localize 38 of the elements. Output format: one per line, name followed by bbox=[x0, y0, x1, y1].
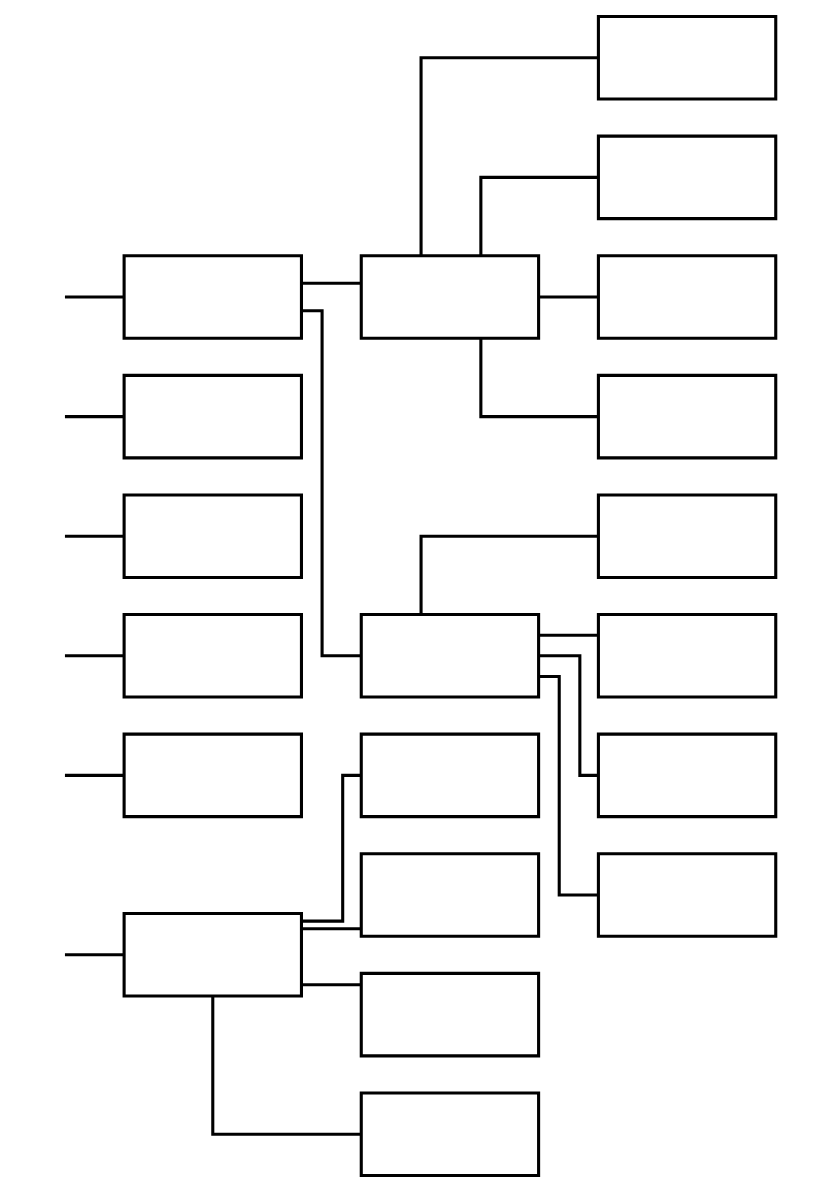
connector bbox=[539, 674, 599, 897]
node-box bbox=[359, 852, 541, 938]
connector bbox=[301, 281, 362, 285]
node-box bbox=[596, 613, 778, 699]
connector bbox=[211, 996, 361, 1136]
node-box bbox=[596, 732, 778, 819]
node-box bbox=[359, 732, 541, 819]
connector bbox=[64, 773, 124, 777]
connector bbox=[419, 534, 598, 614]
node-box bbox=[122, 732, 303, 819]
node-box bbox=[122, 373, 303, 460]
node-box bbox=[596, 493, 778, 579]
node-box bbox=[122, 254, 303, 340]
connector bbox=[479, 338, 598, 419]
connector bbox=[64, 534, 124, 538]
node-box bbox=[122, 493, 303, 579]
node-box bbox=[359, 254, 541, 340]
connector bbox=[64, 415, 124, 419]
connector bbox=[538, 633, 599, 637]
node-box bbox=[359, 971, 541, 1058]
node-box bbox=[359, 613, 541, 699]
node-box bbox=[596, 373, 778, 460]
node-box bbox=[122, 613, 303, 699]
node-box bbox=[359, 1091, 541, 1177]
node-box bbox=[596, 15, 778, 101]
connector bbox=[419, 56, 598, 256]
connector bbox=[479, 175, 598, 256]
node-box bbox=[596, 254, 778, 340]
connector bbox=[301, 773, 361, 923]
node-box bbox=[122, 912, 303, 998]
connector bbox=[64, 295, 124, 299]
connector bbox=[538, 295, 599, 299]
node-box bbox=[596, 852, 778, 938]
connector bbox=[301, 927, 362, 931]
node-box bbox=[596, 134, 778, 221]
connector bbox=[64, 953, 124, 957]
connector bbox=[301, 983, 362, 987]
connector bbox=[64, 654, 124, 658]
